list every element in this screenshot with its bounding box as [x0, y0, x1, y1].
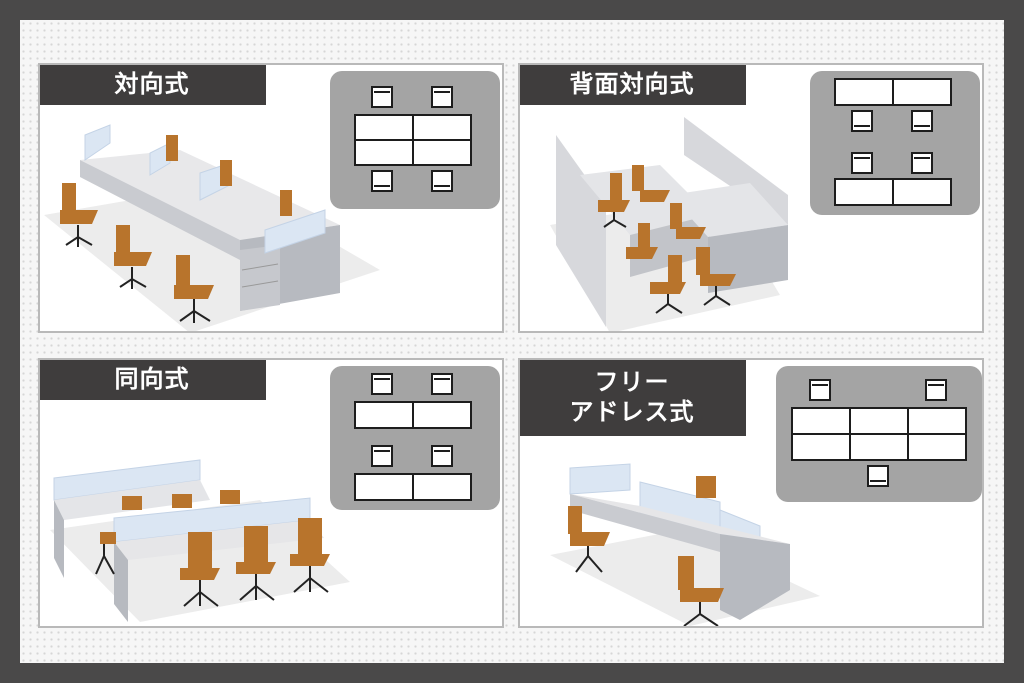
floor-plan-taikou — [330, 71, 500, 209]
office-illustration-doukou — [50, 459, 350, 622]
panel-doukou: 同向式 — [38, 358, 504, 628]
floor-plan-drawing — [354, 86, 472, 192]
office-illustration-taikou — [44, 124, 380, 331]
panel-title: 対向式 — [40, 65, 266, 105]
floor-plan-haimen — [810, 71, 980, 215]
panel-taikou: 対向式 — [38, 63, 504, 333]
floor-plan-free — [776, 366, 982, 502]
panel-haimen: 背面対向式 — [518, 63, 984, 333]
layout-comparison-diagram: 対向式 — [20, 20, 1004, 663]
panel-title-line: アドレス式 — [569, 398, 695, 426]
panel-title-line: 同向式 — [114, 365, 190, 393]
panel-title-line: 背面対向式 — [569, 70, 695, 98]
floor-plan-doukou — [330, 366, 500, 510]
panel-title-line: フリー — [594, 368, 670, 396]
office-illustration-haimen — [550, 117, 788, 331]
panel-title: 同向式 — [40, 360, 266, 400]
panel-free: フリー アドレス式 — [518, 358, 984, 628]
floor-plan-drawing — [834, 78, 952, 206]
panel-title: 背面対向式 — [520, 65, 746, 105]
floor-plan-drawing — [791, 379, 967, 487]
panel-title: フリー アドレス式 — [520, 360, 746, 436]
floor-plan-drawing — [354, 373, 472, 501]
office-illustration-free — [550, 463, 820, 626]
panel-title-line: 対向式 — [114, 70, 190, 98]
